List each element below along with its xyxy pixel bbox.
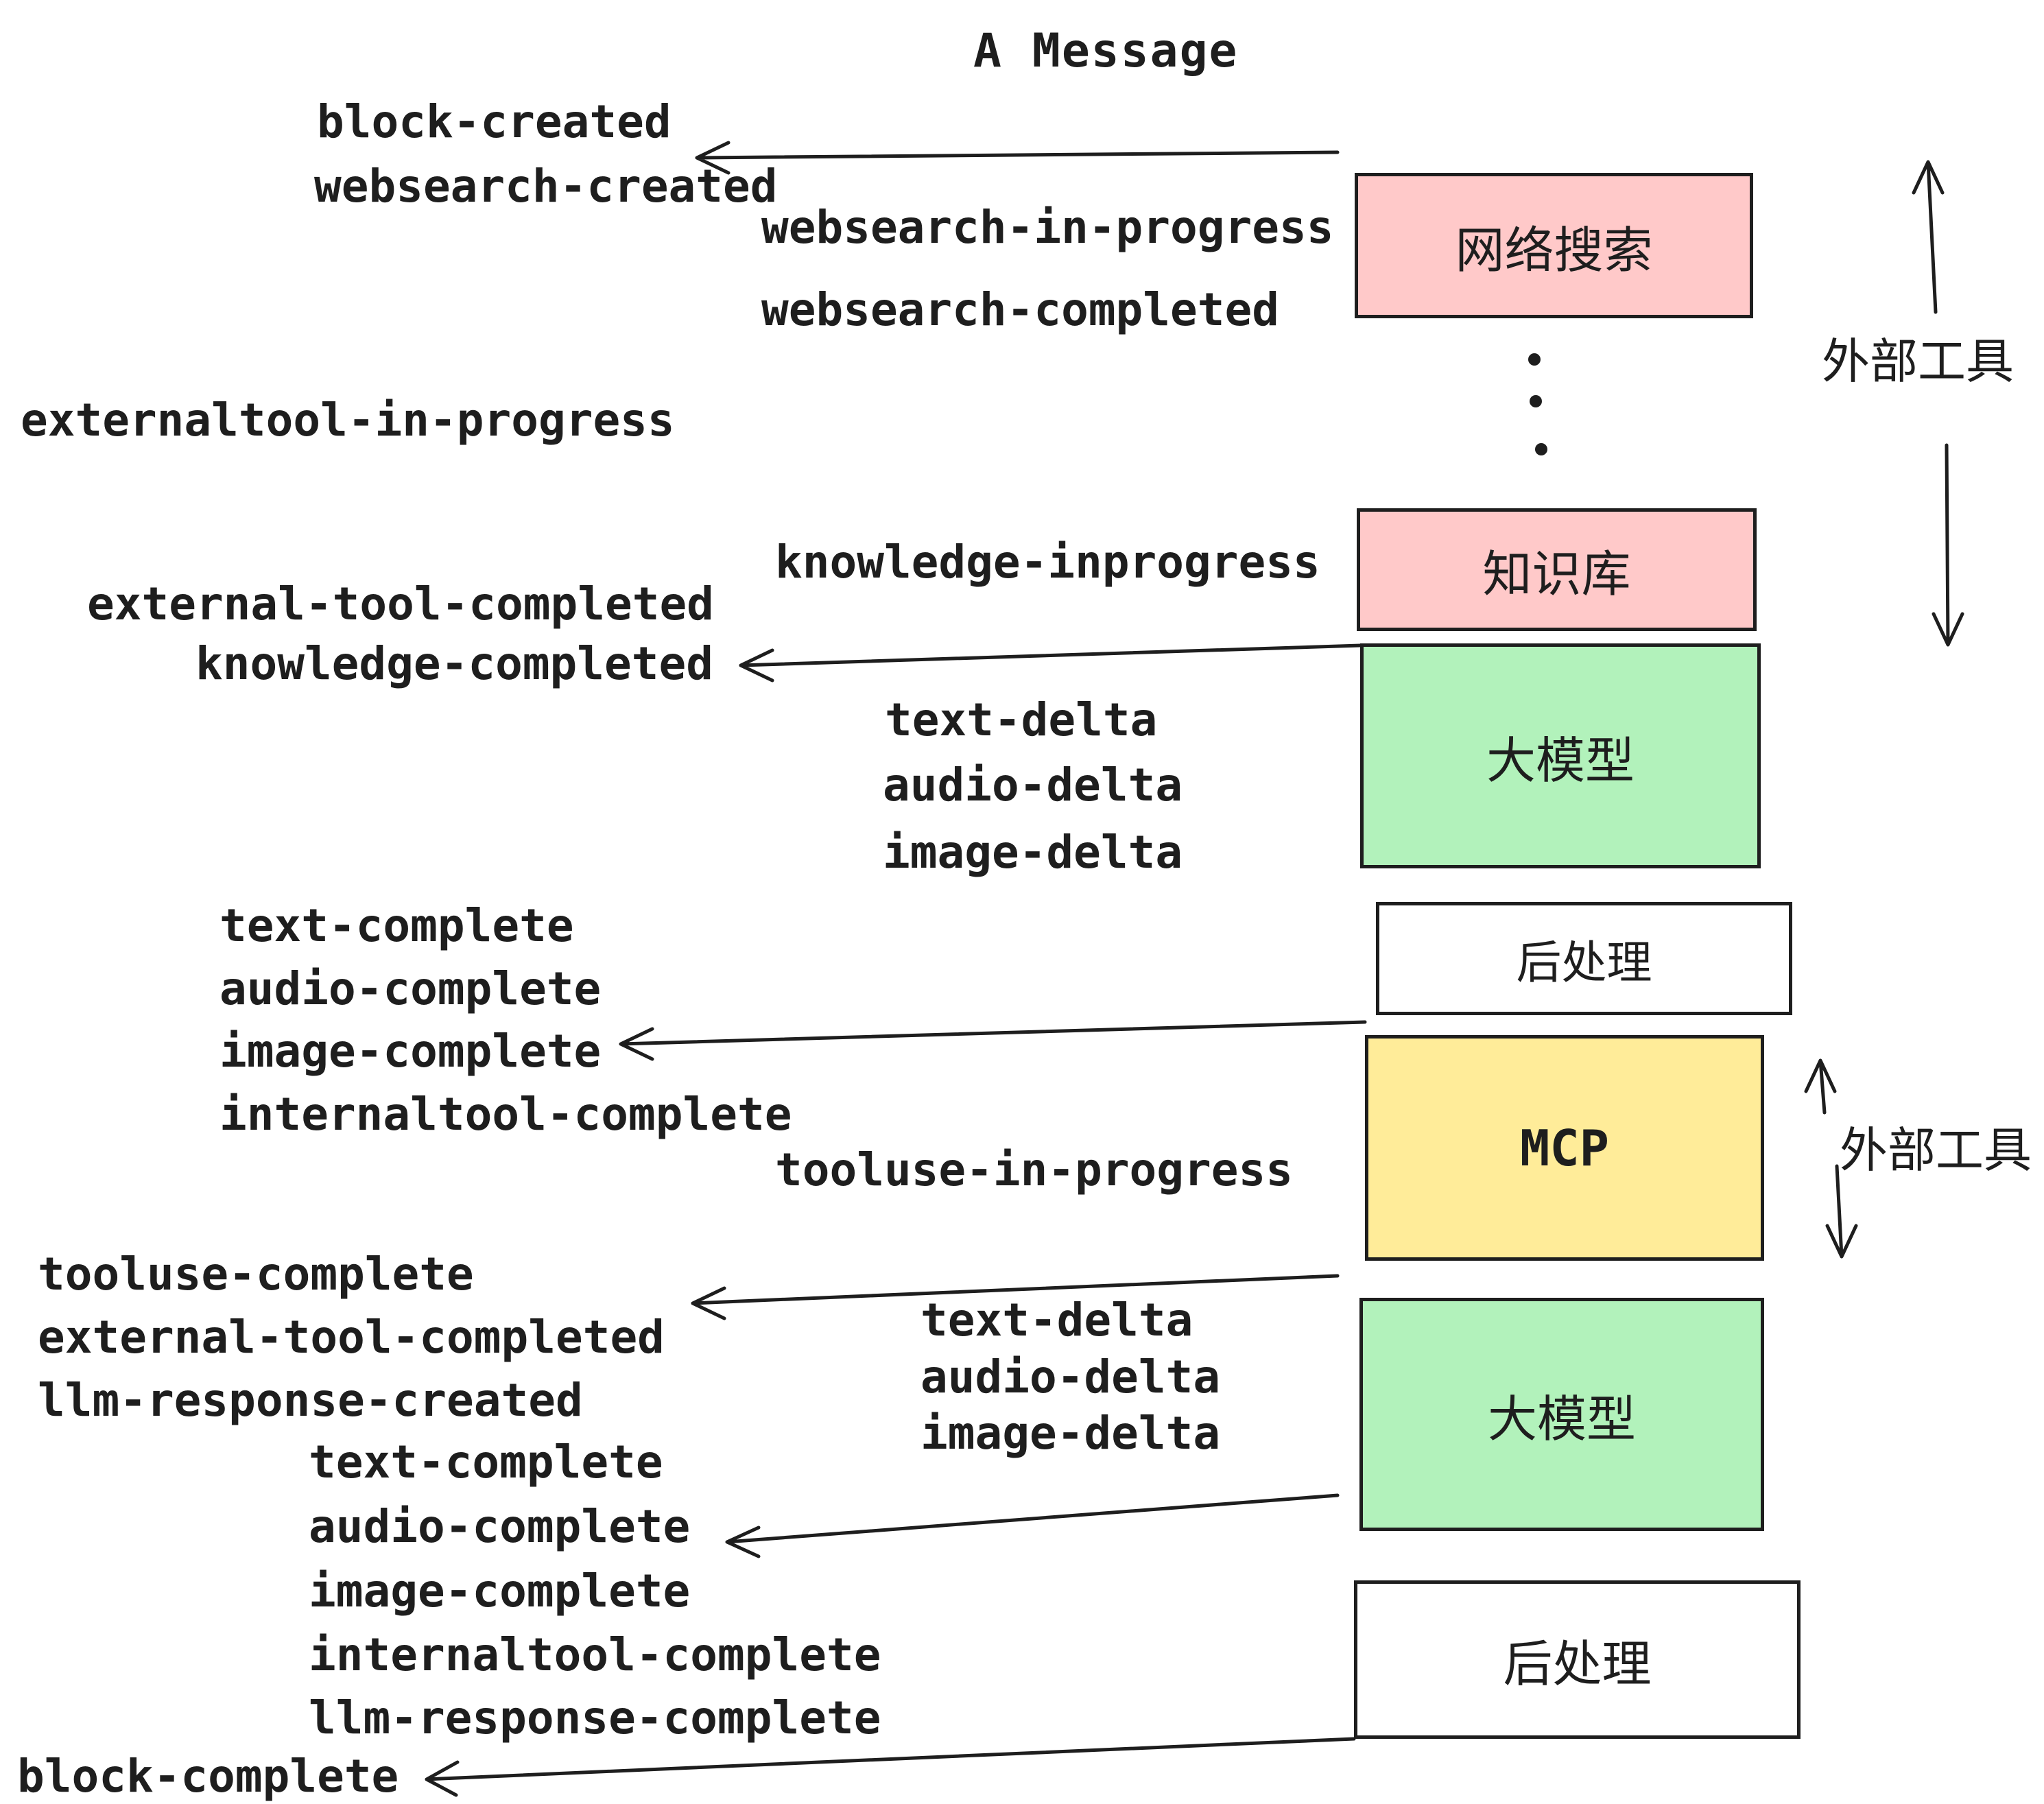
box-post-1: 后处理 <box>1376 902 1792 1015</box>
box-post-2: 后处理 <box>1354 1580 1801 1739</box>
event-external-tool-completed: external-tool-completed <box>87 578 714 630</box>
box-mcp-label: MCP <box>1519 1119 1610 1177</box>
arrow-to-knowledge-completed <box>739 643 1362 683</box>
ellipsis-dot-icon <box>1535 443 1547 455</box>
event-block-complete: block-complete <box>17 1750 399 1803</box>
event-text-delta-2: text-delta <box>920 1294 1193 1346</box>
external-tools-top-down-arrow <box>1932 443 1964 647</box>
box-knowledge: 知识库 <box>1357 508 1757 631</box>
box-llm-1: 大模型 <box>1360 643 1761 868</box>
event-image-complete: image-complete <box>219 1025 602 1078</box>
box-llm-2: 大模型 <box>1359 1298 1764 1531</box>
event-knowledge-inprogress: knowledge-inprogress <box>775 536 1320 589</box>
diagram-title: A Message <box>973 24 1239 78</box>
box-llm-2-label: 大模型 <box>1487 1390 1636 1448</box>
box-websearch-label: 网络搜索 <box>1455 221 1653 279</box>
arrow-to-block-complete <box>425 1737 1356 1797</box>
event-block-created: block-created <box>317 95 672 148</box>
event-audio-delta: audio-delta <box>883 759 1183 811</box>
event-audio-complete-2: audio-complete <box>309 1500 691 1553</box>
event-websearch-in-progress: websearch-in-progress <box>761 201 1334 254</box>
label-external-tools-mid: 外部工具 <box>1840 1122 2032 1178</box>
box-post-1-label: 后处理 <box>1516 936 1652 989</box>
event-internaltool-complete-2: internaltool-complete <box>309 1628 881 1681</box>
box-websearch: 网络搜索 <box>1355 173 1753 318</box>
box-knowledge-label: 知识库 <box>1482 545 1631 603</box>
event-tooluse-complete: tooluse-complete <box>38 1248 474 1301</box>
external-tools-mid-up-arrow <box>1804 1058 1837 1115</box>
event-text-complete-2: text-complete <box>309 1436 663 1488</box>
box-mcp: MCP <box>1365 1035 1764 1261</box>
event-llm-response-created: llm-response-created <box>38 1374 583 1427</box>
external-tools-mid-down-arrow <box>1825 1164 1858 1259</box>
arrow-to-websearch-created <box>695 141 1340 175</box>
arrow-to-audio-complete-2 <box>725 1493 1340 1558</box>
label-external-tools-top: 外部工具 <box>1822 333 2014 390</box>
event-audio-delta-2: audio-delta <box>920 1351 1221 1403</box>
external-tools-top-up-arrow <box>1912 160 1945 314</box>
event-audio-complete: audio-complete <box>219 962 602 1015</box>
box-post-2-label: 后处理 <box>1503 1635 1652 1693</box>
event-image-delta: image-delta <box>883 826 1183 879</box>
event-image-complete-2: image-complete <box>309 1565 691 1617</box>
event-text-delta: text-delta <box>885 693 1158 746</box>
event-externaltool-in-progress: externaltool-in-progress <box>21 394 675 447</box>
ellipsis-dot-icon <box>1530 395 1542 407</box>
ellipsis-dot-icon <box>1528 353 1541 366</box>
event-text-complete: text-complete <box>219 899 574 952</box>
event-image-delta-2: image-delta <box>920 1407 1221 1460</box>
event-tooluse-in-progress: tooluse-in-progress <box>775 1143 1293 1196</box>
event-llm-response-complete: llm-response-complete <box>309 1692 881 1744</box>
event-websearch-created: websearch-created <box>314 160 778 213</box>
arrow-to-tooluse-complete <box>691 1274 1340 1320</box>
event-websearch-completed: websearch-completed <box>761 283 1279 336</box>
event-knowledge-completed: knowledge-completed <box>195 637 713 690</box>
box-llm-1-label: 大模型 <box>1486 731 1635 790</box>
event-internaltool-complete: internaltool-complete <box>219 1088 792 1141</box>
arrow-to-image-complete <box>619 1020 1367 1061</box>
event-external-tool-completed-2: external-tool-completed <box>38 1311 665 1364</box>
